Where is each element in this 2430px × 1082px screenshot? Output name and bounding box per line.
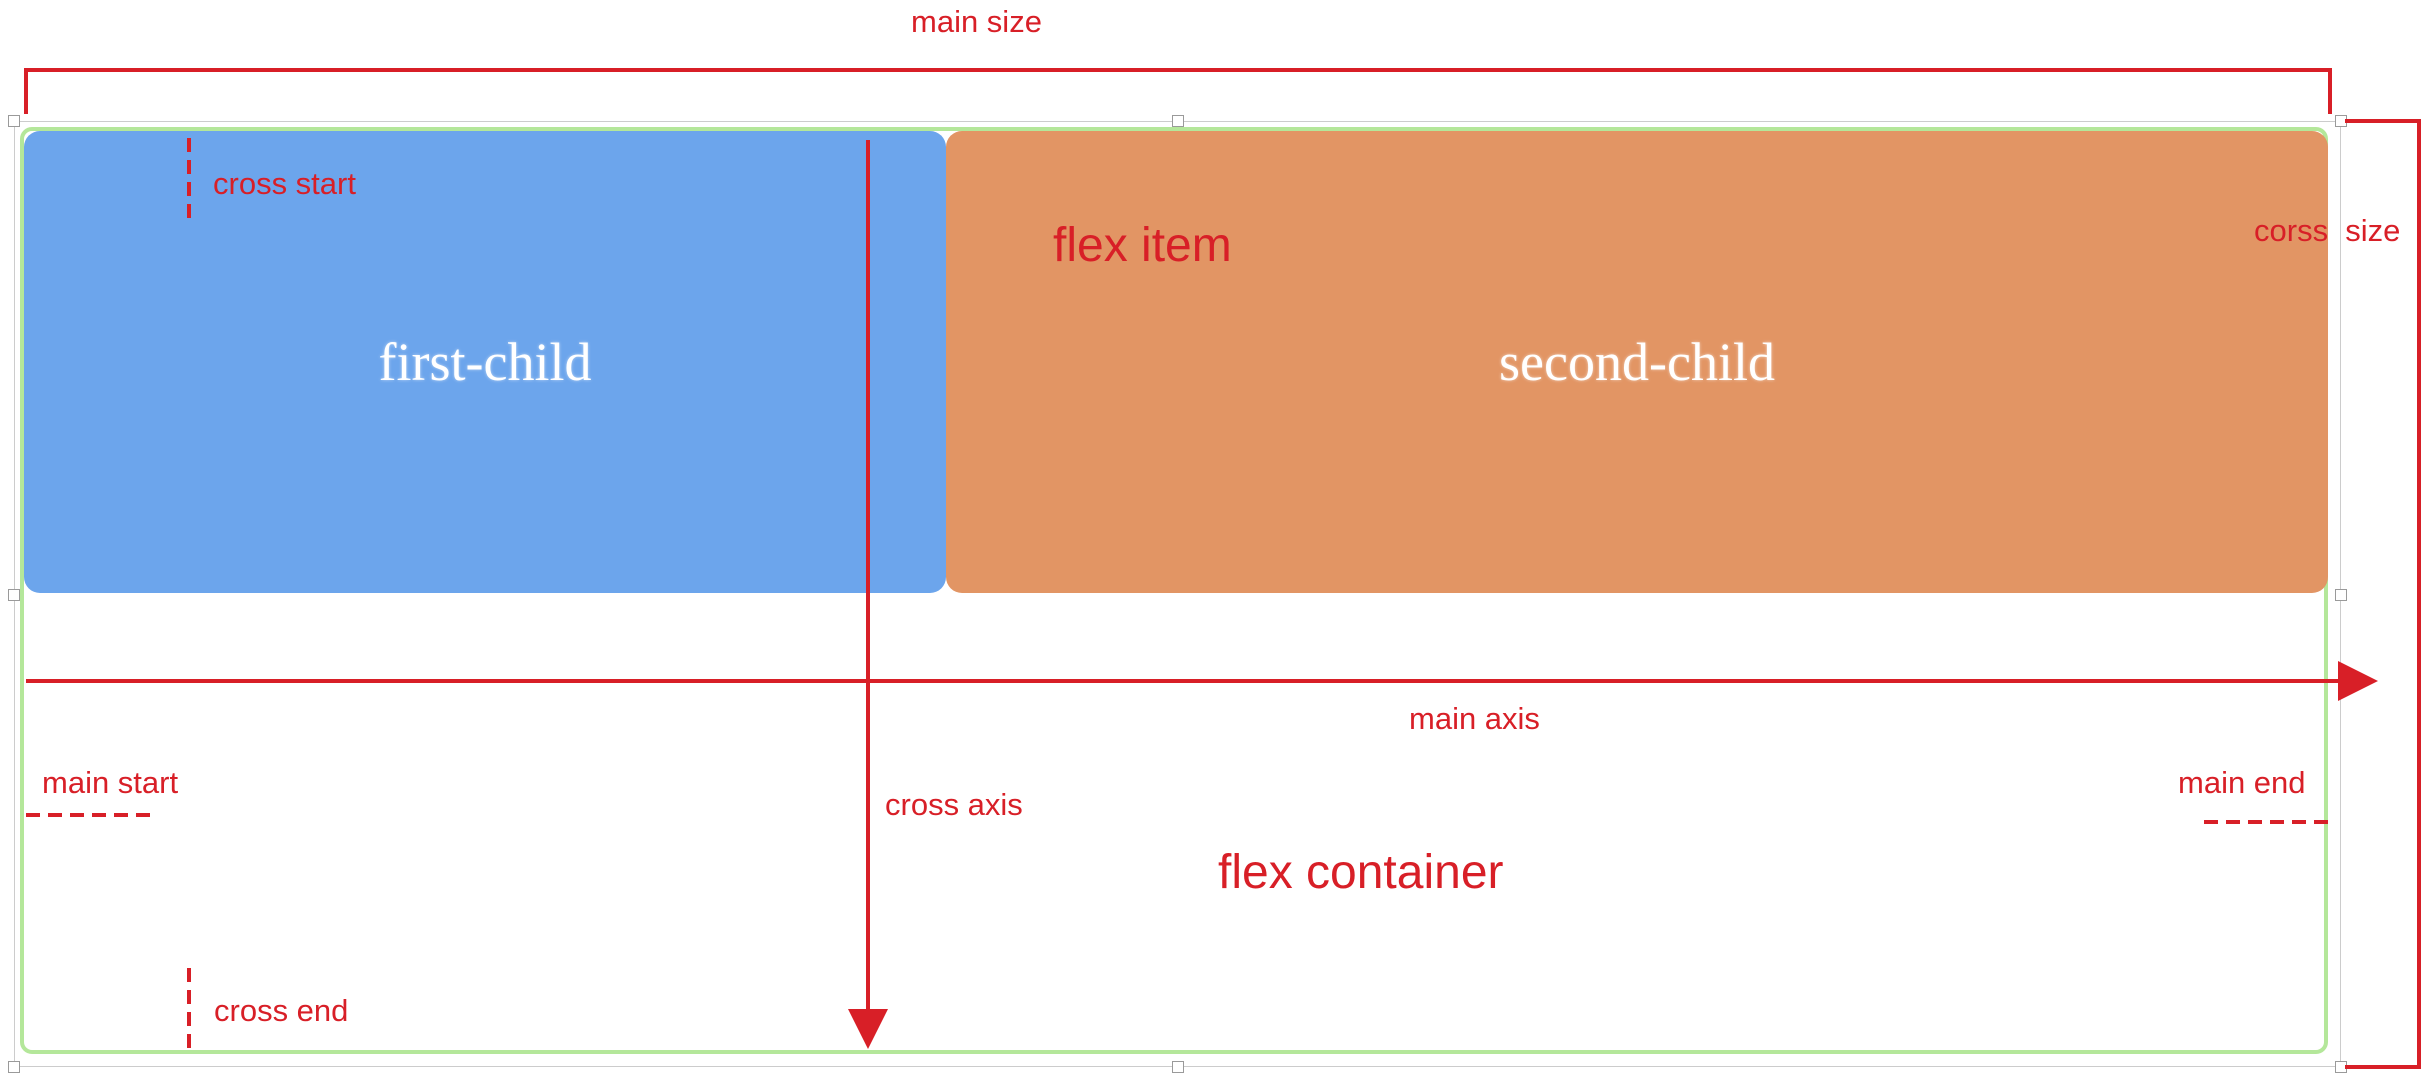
first-child-box: first-child	[24, 131, 946, 593]
cross-size-label: corss size	[2254, 213, 2401, 248]
flex-container-box	[20, 127, 2328, 1054]
second-child-box: second-child	[946, 131, 2328, 593]
main-axis-label: main axis	[1409, 701, 1540, 736]
resize-handle-top-right[interactable]	[2335, 115, 2347, 127]
main-end-label: main end	[2178, 765, 2306, 800]
cross-start-label: cross start	[213, 166, 356, 201]
first-child-label: first-child	[378, 332, 592, 392]
resize-handle-bottom-left[interactable]	[8, 1061, 20, 1073]
resize-handle-middle-right[interactable]	[2335, 589, 2347, 601]
main-start-label: main start	[42, 765, 179, 800]
flex-container-label: flex container	[1218, 846, 1504, 899]
resize-handle-top-center[interactable]	[1172, 115, 1184, 127]
second-child-label: second-child	[1499, 332, 1775, 392]
resize-handle-top-left[interactable]	[8, 115, 20, 127]
cross-size-bracket	[2345, 119, 2421, 1069]
cross-end-label: cross end	[214, 993, 349, 1028]
flex-item-label: flex item	[1053, 219, 1232, 272]
main-size-bracket	[24, 68, 2332, 114]
cross-axis-label: cross axis	[885, 787, 1023, 822]
resize-handle-middle-left[interactable]	[8, 589, 20, 601]
resize-handle-bottom-right[interactable]	[2335, 1061, 2347, 1073]
resize-handle-bottom-center[interactable]	[1172, 1061, 1184, 1073]
main-size-label: main size	[911, 4, 1042, 39]
